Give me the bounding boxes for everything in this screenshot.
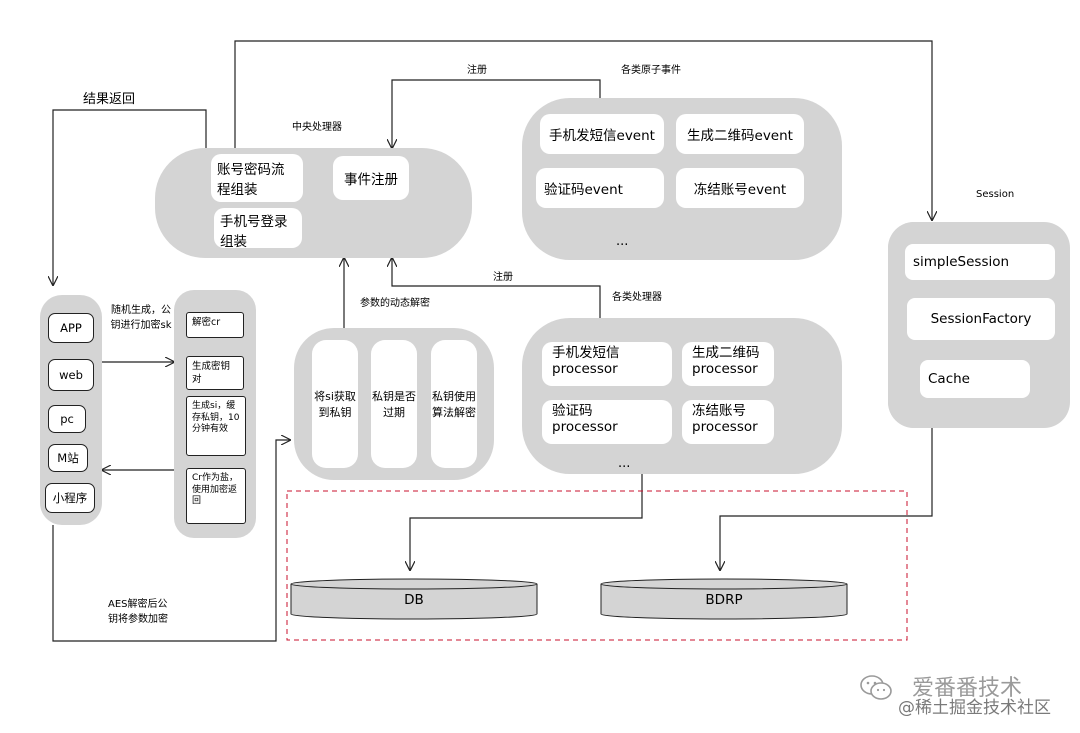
bdrp-label: BDRP [705, 592, 743, 608]
decrypt-group-container: 将si获取到私钥 私钥是否过期 私钥使用算法解密 [294, 328, 494, 480]
event-freeze-box: 冻结账号event [676, 168, 804, 208]
processor-sms-box: 手机发短信 processor [542, 342, 672, 386]
central-processor-title: 中央处理器 [292, 122, 342, 133]
account-flow-label: 账号密码流程组装 [217, 162, 285, 198]
key-step-gen-keypair: 生成密钥对 [186, 356, 244, 390]
key-step-decrypt-cr: 解密cr [186, 312, 244, 338]
client-mstation: M站 [48, 444, 88, 472]
processor-qrcode-sub: processor [692, 360, 758, 377]
event-captcha-box: 验证码event [536, 168, 664, 208]
processors-more: ... [618, 456, 631, 471]
simple-session-label: simpleSession [913, 254, 1010, 270]
decrypt-step-expired: 私钥是否过期 [371, 340, 417, 468]
client-app: APP [48, 313, 94, 343]
session-title: Session [976, 189, 1015, 200]
atomic-events-container: 手机发短信event 生成二维码event 验证码event 冻结账号event… [522, 98, 842, 260]
event-qrcode-box: 生成二维码event [676, 114, 804, 154]
processor-freeze-label: 冻结账号 [692, 403, 746, 419]
event-sms-box: 手机发短信event [540, 114, 664, 154]
session-factory-label: SessionFactory [930, 311, 1032, 327]
result-return-label: 结果返回 [83, 92, 136, 107]
client-miniprogram: 小程序 [45, 483, 95, 513]
session-factory-box: SessionFactory [907, 298, 1055, 340]
client-web: web [48, 359, 94, 391]
bdrp-cylinder [600, 578, 848, 620]
events-more: ... [616, 234, 629, 249]
event-register-box: 事件注册 [333, 156, 409, 200]
key-group-container: 解密cr 生成密钥对 生成si，缓存私钥，10分钟有效 Cr作为盐，使用加密返回 [174, 290, 256, 538]
decrypt-step-algo: 私钥使用算法解密 [431, 340, 477, 468]
event-sms-label: 手机发短信event [549, 128, 655, 144]
random-gen-label: 随机生成，公钥进行加密sk [110, 305, 172, 331]
key-step-gen-si: 生成si，缓存私钥，10分钟有效 [186, 396, 246, 456]
param-decrypt-label: 参数的动态解密 [360, 298, 430, 309]
processor-sms-label: 手机发短信 [552, 345, 620, 361]
event-captcha-label: 验证码event [544, 182, 623, 198]
processors-register-line [392, 258, 601, 318]
wechat-icon [858, 674, 894, 706]
db-cylinder [290, 578, 538, 620]
register-top-label: 注册 [467, 65, 487, 76]
central-to-session-line [234, 40, 932, 220]
processor-captcha-box: 验证码 processor [542, 400, 672, 444]
processors-container: 手机发短信 processor 生成二维码 processor 验证码 proc… [522, 318, 842, 474]
processors-title: 各类处理器 [612, 292, 662, 303]
decrypt-step-si: 将si获取到私钥 [312, 340, 358, 468]
event-freeze-label: 冻结账号event [693, 182, 787, 198]
result-return-line [53, 109, 207, 285]
atomic-events-title: 各类原子事件 [621, 65, 681, 76]
central-processor-container: 账号密码流程组装 手机号登录组装 事件注册 [155, 148, 472, 258]
watermark-title: 爱番番技术 [912, 676, 1023, 701]
simple-session-box: simpleSession [905, 244, 1055, 280]
event-qrcode-label: 生成二维码event [687, 128, 793, 144]
processor-freeze-box: 冻结账号 processor [682, 400, 774, 444]
session-container-full: simpleSession SessionFactory Cache [888, 222, 1070, 428]
key-step-salt: Cr作为盐，使用加密返回 [186, 468, 246, 524]
session-to-bdrp-line [720, 428, 933, 570]
processor-qrcode-box: 生成二维码 processor [682, 342, 774, 386]
processor-captcha-sub: processor [552, 418, 618, 435]
processor-freeze-sub: processor [692, 418, 758, 435]
processor-sms-sub: processor [552, 360, 618, 377]
cache-box: Cache [920, 360, 1030, 398]
aes-note-label: AES解密后公钥将参数加密 [108, 599, 168, 625]
client-pc: pc [48, 405, 86, 433]
processor-qrcode-label: 生成二维码 [692, 345, 760, 361]
account-flow-box: 账号密码流程组装 [211, 154, 303, 202]
phone-login-box: 手机号登录组装 [214, 208, 302, 250]
phone-login-label: 手机号登录组装 [220, 214, 288, 250]
watermark-subtitle: @稀土掘金技术社区 [898, 698, 1051, 718]
register-mid-label: 注册 [493, 272, 513, 283]
cache-label: Cache [928, 371, 970, 387]
clients-container: APP web pc M站 小程序 [40, 295, 102, 525]
events-register-line [392, 79, 601, 148]
db-label: DB [404, 592, 424, 608]
aes-path-line [52, 440, 290, 642]
processors-to-db-line [410, 472, 643, 570]
event-register-label: 事件注册 [344, 172, 398, 188]
storage-region [286, 490, 908, 641]
processor-captcha-label: 验证码 [552, 403, 593, 419]
